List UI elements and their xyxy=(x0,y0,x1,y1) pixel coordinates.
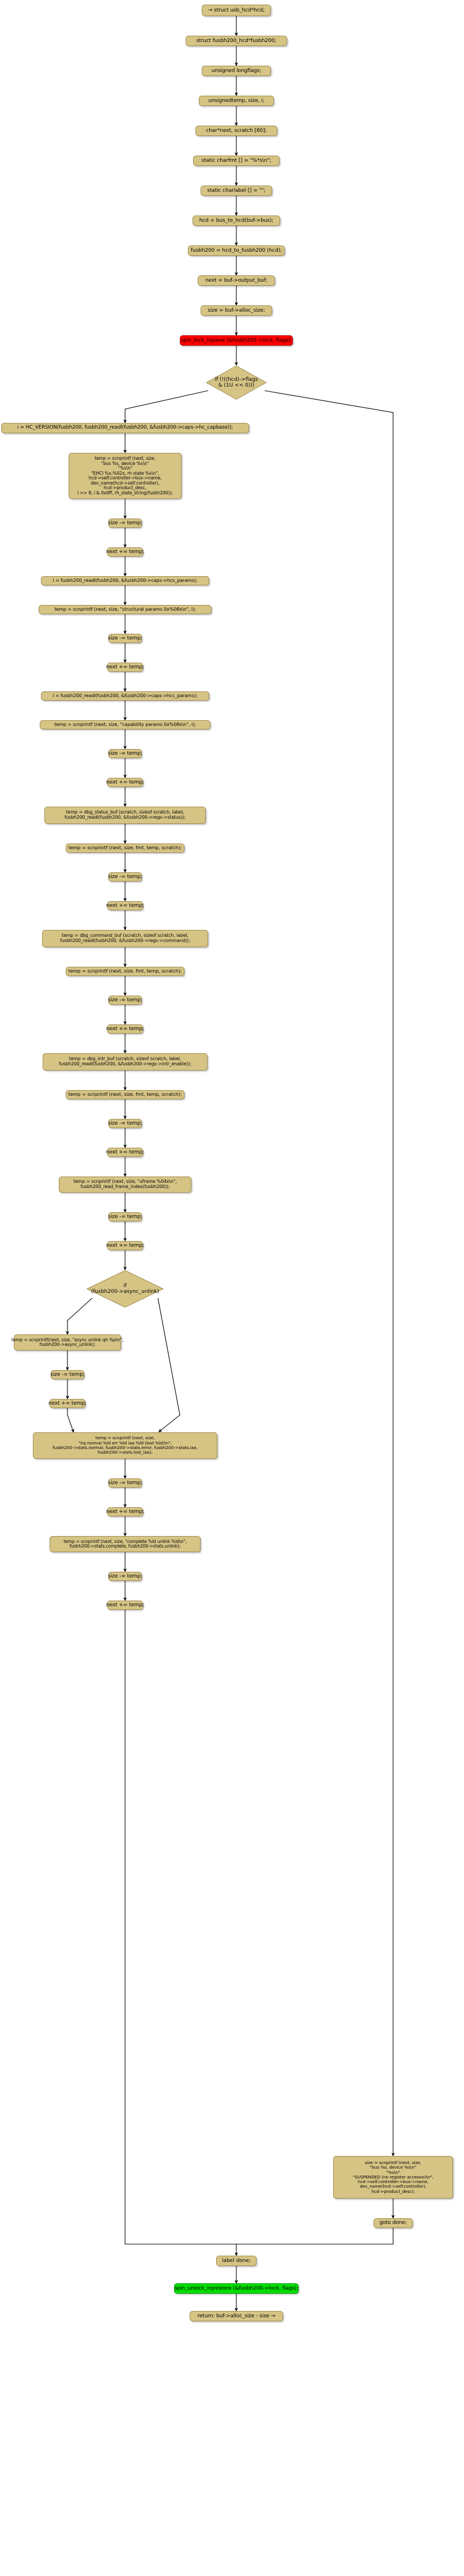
node-dbg-status-buf[interactable]: temp = dbg_status_buf (scratch, sizeof s… xyxy=(44,807,206,824)
node-read-hcc-params[interactable]: i = fusbh200_readl(fusbh200, &fusbh200->… xyxy=(41,691,209,701)
node-goto-done[interactable]: goto done; xyxy=(374,2218,413,2228)
node-size-minus-temp-2[interactable]: size -= temp; xyxy=(108,634,142,643)
node-size-minus-temp-4[interactable]: size -= temp; xyxy=(108,872,142,882)
node-scnprintf-irq-stats[interactable]: temp = scnprintf (next, size, "irq norma… xyxy=(33,1432,217,1459)
node-next-plus-temp-7[interactable]: next += temp; xyxy=(106,1241,144,1250)
node-spin-lock-irqsave[interactable]: spin_lock_irqsave (&fusbh200->lock, flag… xyxy=(180,335,293,346)
node-return[interactable]: return: buf->alloc_size - size → xyxy=(190,2311,283,2321)
node-next-plus-temp-10[interactable]: next += temp; xyxy=(106,1601,144,1610)
node-scnprintf-fmt-3[interactable]: temp = scnprintf (next, size, fmt, temp,… xyxy=(66,1090,184,1099)
node-next-plus-temp-8[interactable]: next += temp; xyxy=(48,1399,86,1408)
decision-async-unlink-label: if (fusbh200->async_unlink) xyxy=(91,1283,159,1295)
decision-hcd-flags-label: if (!((hcd)->flags & (1U << 0))) xyxy=(214,376,258,388)
node-scnprintf-bus-device[interactable]: temp = scnprintf (next, size, "bus %s, d… xyxy=(69,453,182,499)
node-scnprintf-uframe[interactable]: temp = scnprintf (next, size, "uframe %0… xyxy=(59,1177,191,1193)
node-static-label[interactable]: static charlabel [] = ""; xyxy=(201,186,272,196)
node-hc-version[interactable]: i = HC_VERSION(fusbh200, fusbh200_readl(… xyxy=(1,423,249,433)
node-declare-flags[interactable]: unsigned longflags; xyxy=(202,66,271,76)
node-next-output-buf[interactable]: next = buf->output_buf; xyxy=(198,275,275,286)
node-size-minus-temp-6[interactable]: size -= temp; xyxy=(108,1119,142,1128)
node-next-plus-temp-4[interactable]: next += temp; xyxy=(106,901,144,910)
node-dbg-intr-buf[interactable]: temp = dbg_intr_buf (scratch, sizeof scr… xyxy=(43,1053,208,1071)
node-next-plus-temp-6[interactable]: next += temp; xyxy=(106,1148,144,1157)
node-spin-unlock-irqrestore[interactable]: spin_unlock_irqrestore (&fusbh200->lock,… xyxy=(174,2283,299,2294)
node-scnprintf-async-unlink[interactable]: temp = scnprintf(next, size, "async unli… xyxy=(12,1334,123,1351)
node-size-minus-temp-1[interactable]: size -= temp; xyxy=(108,519,142,528)
node-next-plus-temp-9[interactable]: next += temp; xyxy=(106,1507,144,1516)
diamond-shape xyxy=(206,365,267,400)
node-scnprintf-fmt-1[interactable]: temp = scnprintf (next, size, fmt, temp,… xyxy=(66,843,184,853)
node-scnprintf-fmt-2[interactable]: temp = scnprintf (next, size, fmt, temp,… xyxy=(66,967,184,976)
node-size-minus-temp-10[interactable]: size -= temp; xyxy=(108,1572,142,1581)
node-static-fmt[interactable]: static charfmt [] = "%*s\n"; xyxy=(193,156,280,166)
node-dbg-command-buf[interactable]: temp = dbg_command_buf (scratch, sizeof … xyxy=(42,930,208,947)
node-size-minus-temp-3[interactable]: size -= temp; xyxy=(108,749,142,758)
decision-hcd-flags[interactable]: if (!((hcd)->flags & (1U << 0))) xyxy=(206,365,267,400)
node-scnprintf-suspended[interactable]: size = scnprintf (next, size, "bus %s, d… xyxy=(333,2156,453,2199)
node-declare-next-scratch[interactable]: char*next, scratch [80]; xyxy=(195,126,277,136)
diamond-shape xyxy=(86,1270,164,1308)
node-size-minus-temp-7[interactable]: size -= temp; xyxy=(108,1212,142,1221)
node-declare-fusbh200[interactable]: struct fusbh200_hcd*fusbh200; xyxy=(186,36,287,46)
node-scnprintf-complete-unlink[interactable]: temp = scnprintf (next, size, "complete … xyxy=(50,1536,201,1552)
node-size-minus-temp-8[interactable]: size -= temp; xyxy=(50,1370,85,1379)
node-scnprintf-capability-params[interactable]: temp = scnprintf (next, size, "capabilit… xyxy=(40,720,210,729)
node-next-plus-temp-2[interactable]: next += temp; xyxy=(106,663,144,672)
node-next-plus-temp-1[interactable]: next += temp; xyxy=(106,547,144,557)
node-size-alloc-size[interactable]: size = buf->alloc_size; xyxy=(201,305,272,316)
node-hcd-to-fusbh200[interactable]: fusbh200 = hcd_to_fusbh200 (hcd); xyxy=(188,245,285,256)
node-size-minus-temp-5[interactable]: size -= temp; xyxy=(108,996,142,1005)
node-bus-to-hcd[interactable]: hcd = bus_to_hcd(buf->bus); xyxy=(193,215,280,226)
node-label-done[interactable]: label done; xyxy=(216,2256,257,2266)
node-declare-temp-size-i[interactable]: unsignedtemp, size, i; xyxy=(199,96,274,106)
node-declare-hcd[interactable]: → struct usb_hcd*hcd; xyxy=(202,5,271,16)
node-read-hcs-params[interactable]: i = fusbh200_readl(fusbh200, &fusbh200->… xyxy=(41,576,209,585)
node-size-minus-temp-9[interactable]: size -= temp; xyxy=(108,1478,142,1488)
node-next-plus-temp-3[interactable]: next += temp; xyxy=(106,778,144,787)
node-scnprintf-structural-params[interactable]: temp = scnprintf (next, size, "structura… xyxy=(39,605,212,614)
decision-async-unlink[interactable]: if (fusbh200->async_unlink) xyxy=(86,1270,164,1308)
node-next-plus-temp-5[interactable]: next += temp; xyxy=(106,1024,144,1034)
